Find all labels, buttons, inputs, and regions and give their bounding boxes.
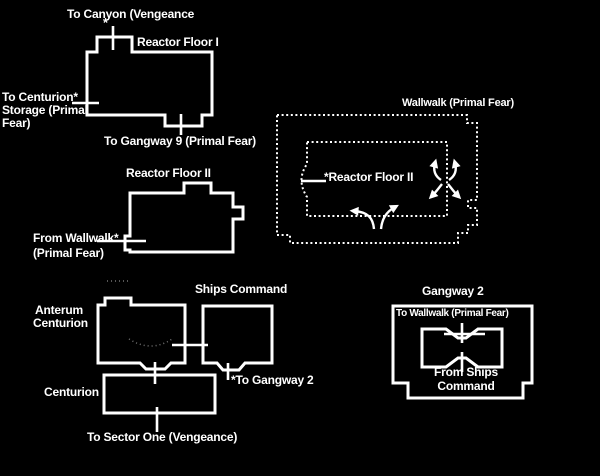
canyon-teleport-marker: * <box>103 15 108 30</box>
centurion-outline <box>102 373 217 415</box>
anterum-centurion-outline <box>96 296 187 371</box>
to-gangway2-label: *To Gangway 2 <box>231 373 314 387</box>
gangway2-outer-outline <box>391 304 534 400</box>
from-wallwalk-label: From Wallwalk* (Primal Fear) <box>33 231 119 260</box>
to-gangway9-label: To Gangway 9 (Primal Fear) <box>104 134 256 148</box>
ships-command-outline <box>201 304 274 372</box>
wallwalk-title: Wallwalk (Primal Fear) <box>402 97 514 109</box>
to-centurion-storage-label: To Centurion* Storage (Primal Fear) <box>2 90 88 130</box>
centurion-title: Centurion <box>44 385 99 399</box>
teleporter-arrows-right-icon <box>428 158 462 200</box>
wallwalk-inner-room-label: *Reactor Floor II <box>324 170 414 184</box>
ships-command-title: Ships Command <box>195 282 288 296</box>
wallwalk-outer-outline <box>276 114 478 244</box>
anterum-centurion-title: Anterum Centurion <box>33 303 88 330</box>
gangway2-to-wallwalk-label: To Wallwalk (Primal Fear) <box>396 308 509 319</box>
reactor-floor-1-outline <box>85 35 214 128</box>
to-sector-one-label: To Sector One (Vengeance) <box>87 430 238 444</box>
gangway2-title: Gangway 2 <box>422 284 484 298</box>
reactor-floor-1-title: Reactor Floor I <box>137 35 219 49</box>
wallwalk-inner-room-outline <box>300 141 448 217</box>
reactor-floor-2-outline <box>123 181 245 254</box>
teleporter-arrows-bottom-icon <box>349 204 399 230</box>
reactor-floor-2-title: Reactor Floor II <box>126 166 211 180</box>
to-canyon-label: To Canyon (Vengeance <box>67 7 195 21</box>
gangway2-inner-outline <box>420 327 504 369</box>
faint-detail-arc <box>128 338 173 347</box>
gangway2-from-ships-label: From Ships Command <box>433 365 498 393</box>
